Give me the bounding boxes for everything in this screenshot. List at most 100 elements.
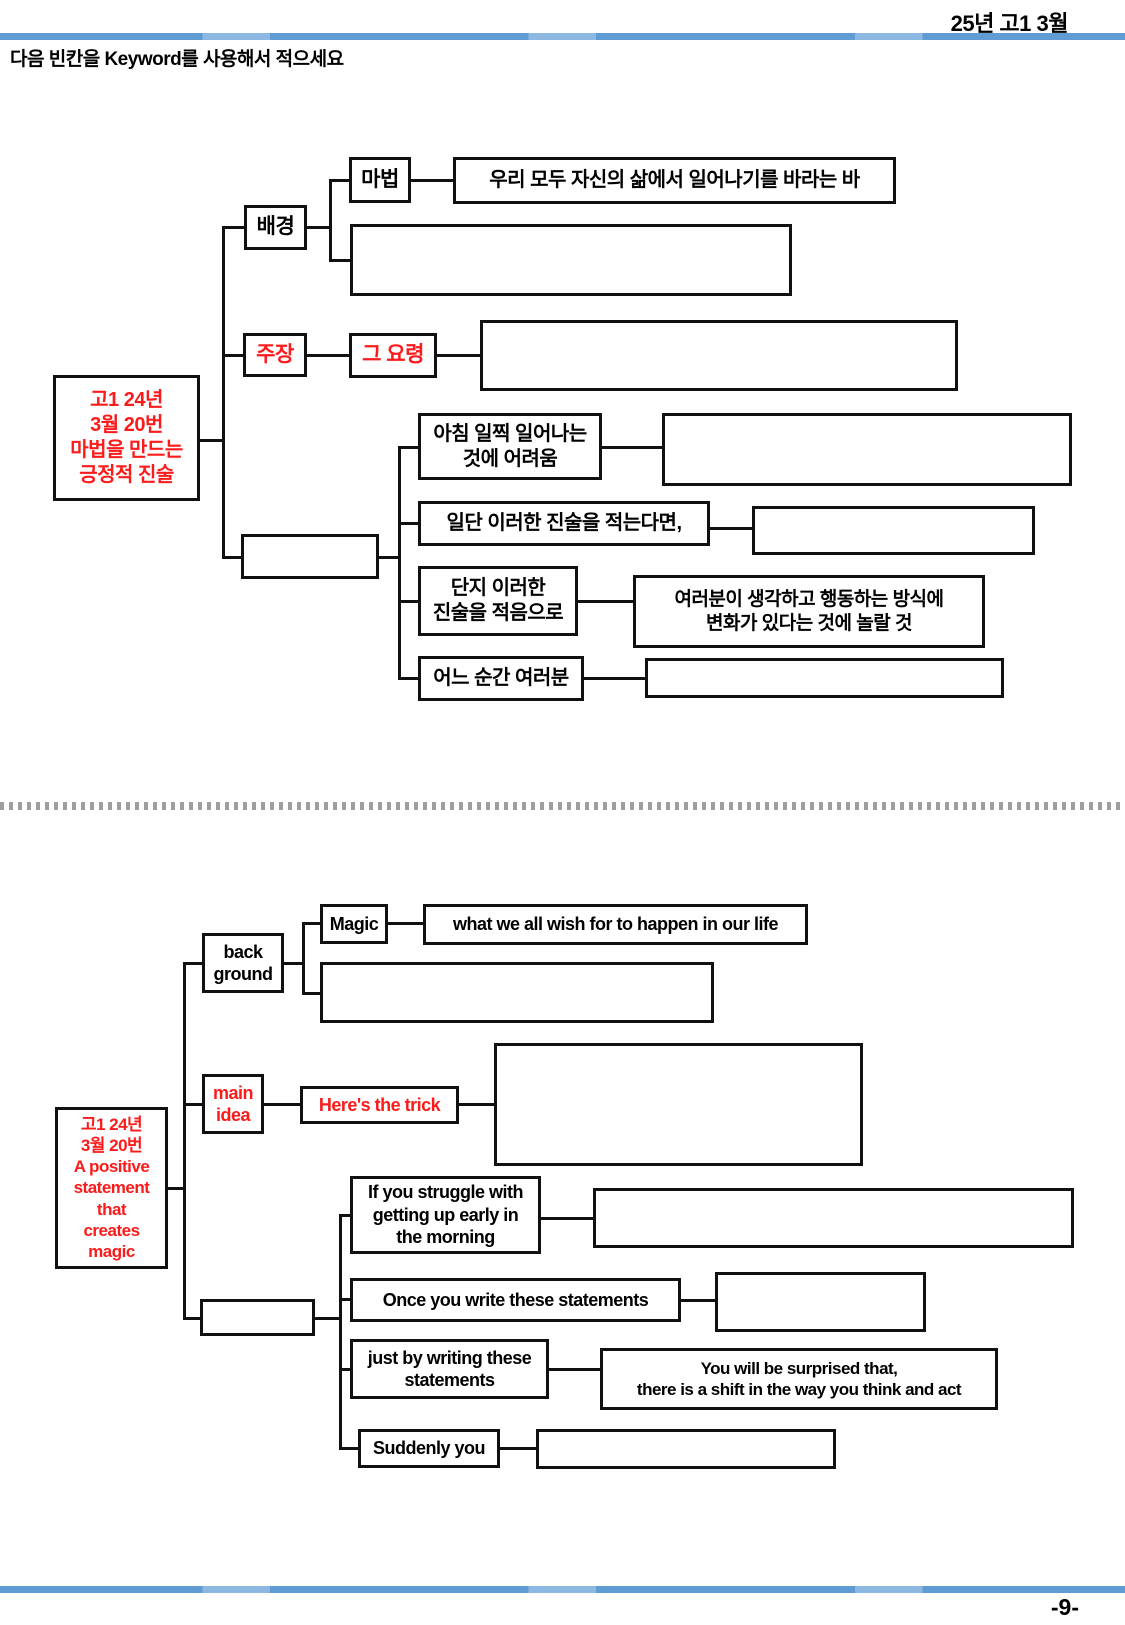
connector-line	[183, 1103, 202, 1106]
node-text-line: statements	[404, 1370, 495, 1390]
connector-line	[222, 354, 243, 357]
node-text-line: Once you write these statements	[382, 1289, 649, 1310]
instruction-label: 다음 빈칸을 Keyword를 사용해서 적으세요	[10, 49, 344, 70]
header-title: 25년 고1 3월	[950, 11, 1069, 36]
connector-line	[710, 527, 752, 530]
node-text-line: Suddenly you	[372, 1438, 486, 1459]
connector-line	[222, 556, 241, 559]
node-ildan: 일단 이러한 진술을 적는다면,	[418, 501, 710, 546]
node-text-line: 단지 이러한	[450, 577, 546, 599]
connector-line	[339, 1298, 350, 1301]
node-text-line: there is a shift in the way you think an…	[636, 1380, 962, 1399]
node-text-line: 아침 일찍 일어나는	[433, 422, 587, 445]
node-text-line: 진술을 적음으로	[432, 602, 564, 624]
node-magic-def-kr: 우리 모두 자신의 삶에서 일어나기를 바라는 바	[453, 157, 896, 204]
connector-line	[398, 677, 418, 680]
connector-line	[437, 354, 480, 357]
node-text-line: Magic	[329, 913, 379, 934]
connector-line	[339, 1214, 342, 1450]
connector-line	[222, 226, 244, 229]
blank-box-background-blank-en	[320, 962, 714, 1023]
blank-box-if-struggle-blank	[593, 1188, 1074, 1248]
node-baegyeong: 배경	[244, 205, 307, 250]
node-text-line: 여러분이 생각하고 행동하는 방식에	[674, 588, 944, 610]
connector-line	[584, 677, 645, 680]
connector-line	[388, 922, 423, 925]
connector-line	[183, 1317, 200, 1320]
connector-line	[307, 354, 349, 357]
node-eoneu: 어느 순간 여러분	[418, 656, 584, 701]
node-text-line: what we all wish for to happen in our li…	[452, 914, 779, 935]
connector-line	[500, 1447, 536, 1450]
node-jujang: 주장	[243, 333, 307, 377]
connector-line	[183, 962, 202, 965]
connector-line	[398, 600, 418, 603]
node-text-line: A positive	[73, 1157, 150, 1177]
blank-box-suddenly-you-blank	[536, 1429, 836, 1469]
blank-box-achim-blank	[662, 413, 1072, 486]
node-text-line: the morning	[396, 1227, 495, 1248]
blank-box-background-blank-kr	[350, 224, 792, 296]
node-text-line: You will be surprised that,	[700, 1358, 898, 1378]
node-text-line: 어느 순간 여러분	[433, 667, 569, 689]
connector-line	[602, 446, 662, 449]
node-text-line: 고1 24년	[80, 1114, 143, 1134]
connector-line	[398, 446, 418, 449]
connector-line	[398, 522, 418, 525]
node-text-line: magic	[88, 1242, 135, 1262]
node-text-line: creates	[83, 1220, 140, 1240]
connector-line	[578, 600, 633, 603]
blank-box-trick-blank-en	[494, 1043, 863, 1166]
node-text-line: that	[96, 1199, 127, 1219]
node-text-line: back	[223, 941, 263, 962]
connector-line	[302, 922, 320, 925]
connector-line	[329, 179, 332, 262]
connector-line	[459, 1103, 494, 1106]
node-text-line: 배경	[256, 215, 295, 239]
connector-line	[183, 962, 186, 1320]
connector-line	[541, 1217, 593, 1220]
connector-line	[549, 1368, 600, 1371]
node-text-line: 긍정적 진술	[79, 464, 174, 486]
node-heres-the-trick: Here's the trick	[300, 1086, 459, 1124]
node-yoryeong: 그 요령	[349, 333, 437, 378]
node-you-will-be-surprised: You will be surprised that, there is a sh…	[600, 1348, 998, 1410]
node-text-line: 주장	[256, 342, 294, 366]
node-text-line: ground	[213, 964, 273, 984]
node-magic-en: Magic	[320, 904, 388, 944]
connector-line	[168, 1187, 186, 1190]
node-suddenly-you: Suddenly you	[358, 1429, 500, 1468]
blank-box-trick-blank-kr	[480, 320, 958, 391]
node-text-line: 것에 어려움	[462, 447, 558, 470]
connector-line	[222, 226, 225, 559]
connector-line	[302, 922, 305, 995]
connector-line	[284, 962, 304, 965]
blank-box-branch3-blank-en	[200, 1299, 315, 1336]
connector-line	[315, 1317, 341, 1320]
node-magic-def-en: what we all wish for to happen in our li…	[423, 904, 808, 945]
node-text-line: main	[212, 1082, 254, 1103]
connector-line	[398, 446, 401, 680]
node-text-line: 고1 24년	[90, 389, 163, 411]
header-rule	[0, 33, 1125, 40]
node-text-line: 일단 이러한 진술을 적는다면,	[446, 512, 682, 534]
node-text-line: 3월 20번	[80, 1135, 143, 1155]
section-separator	[0, 802, 1125, 810]
node-text-line: 그 요령	[362, 343, 424, 367]
connector-line	[264, 1103, 300, 1106]
connector-line	[329, 179, 349, 182]
node-text-line: getting up early in	[372, 1204, 519, 1225]
blank-box-ildan-blank	[752, 506, 1035, 555]
connector-line	[681, 1299, 715, 1302]
connector-line	[339, 1447, 358, 1450]
node-text-line: 변화가 있다는 것에 놀랄 것	[706, 612, 912, 634]
node-text-line: 우리 모두 자신의 삶에서 일어나기를 바라는 바	[489, 169, 860, 191]
